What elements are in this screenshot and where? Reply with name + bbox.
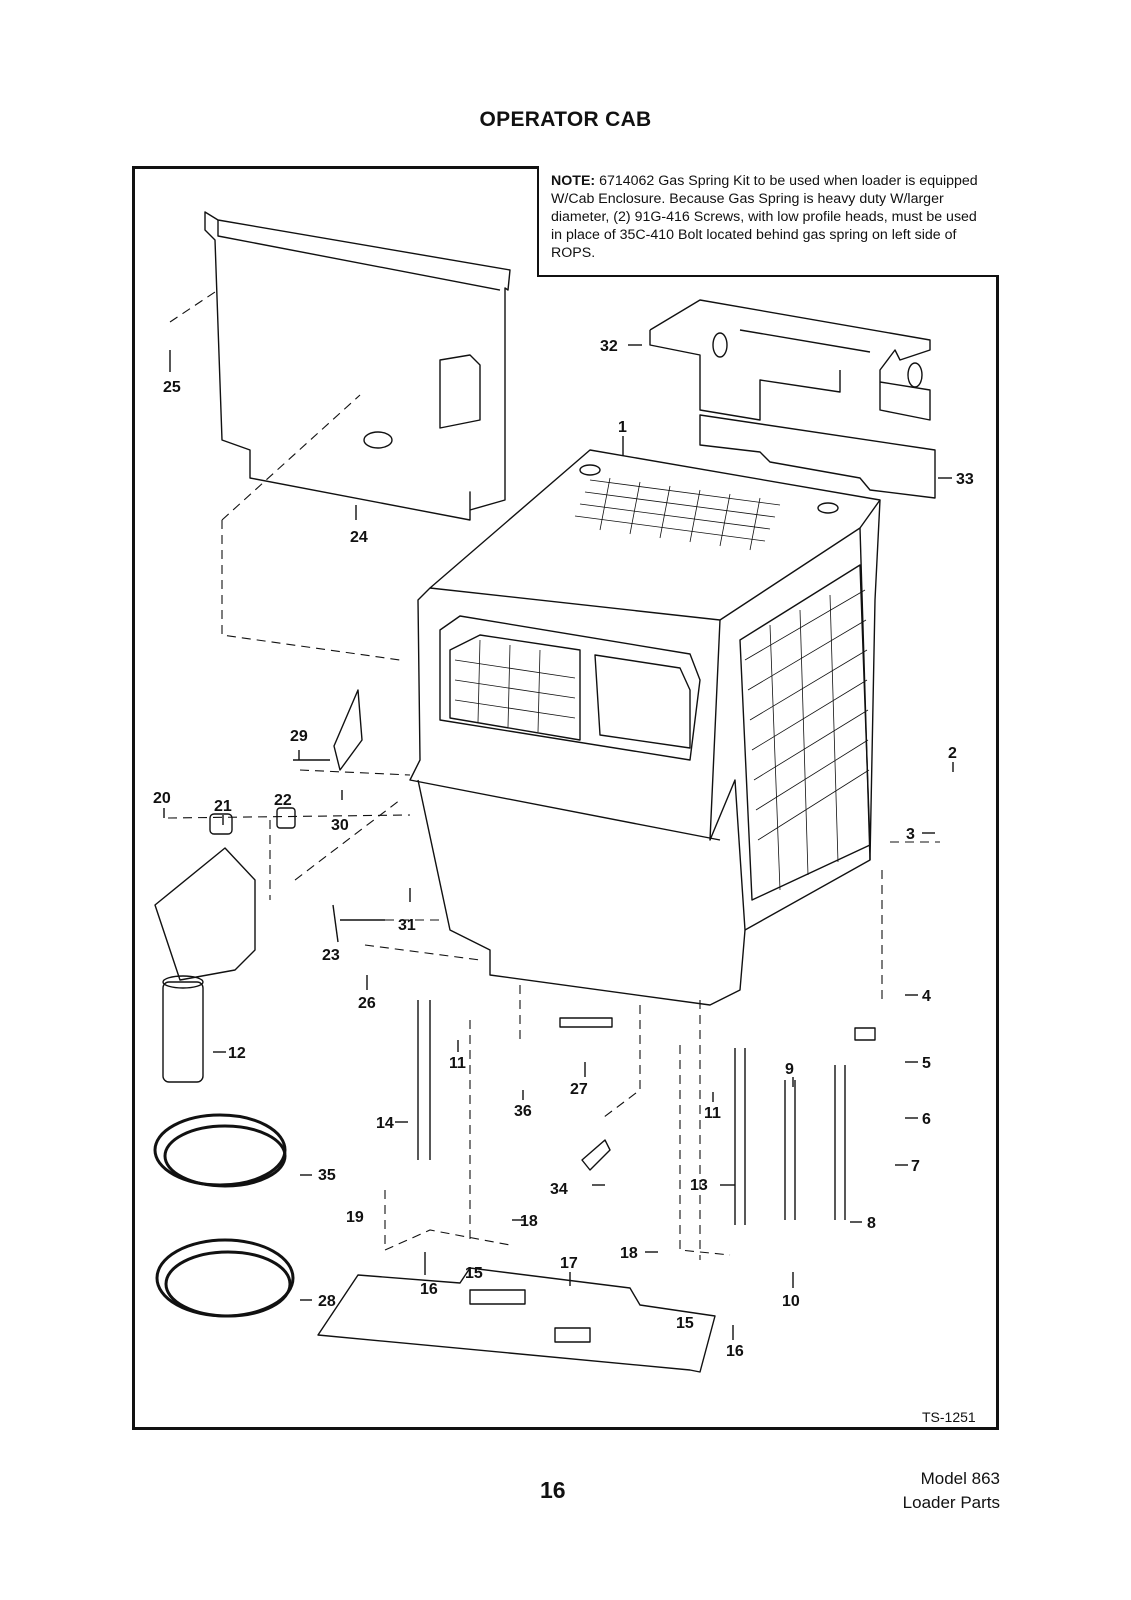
leader-lines [163, 344, 954, 1340]
part-label-19: 19 [346, 1209, 364, 1226]
rod-13-drawing [734, 1048, 746, 1225]
seal-coil-35 [153, 1113, 287, 1188]
cab-drawing [409, 449, 881, 1006]
part-label-33: 33 [956, 471, 974, 488]
figure-id: TS-1251 [922, 1409, 976, 1425]
model-info: Model 863 Loader Parts [880, 1467, 1000, 1515]
part-label-23: 23 [322, 947, 340, 964]
part-label-17: 17 [560, 1255, 578, 1272]
part-label-14: 14 [376, 1115, 394, 1132]
part-label-18b: 18 [620, 1245, 638, 1262]
part-label-8: 8 [867, 1215, 876, 1232]
part-label-16b: 16 [726, 1343, 744, 1360]
gas-cylinder-drawing [162, 975, 204, 1083]
part-label-3: 3 [906, 826, 915, 843]
part-label-15a: 15 [465, 1265, 483, 1282]
top-bracket-drawing [649, 299, 931, 421]
rod-14-drawing [417, 1000, 431, 1160]
gas-spring-note: NOTE: 6714062 Gas Spring Kit to be used … [537, 166, 999, 277]
part-label-31: 31 [398, 917, 416, 934]
rod-9-drawing [784, 1080, 796, 1220]
part-label-20: 20 [153, 790, 171, 807]
rear-panel-drawing [204, 211, 511, 521]
part-label-32: 32 [600, 338, 618, 355]
part-label-15b: 15 [676, 1315, 694, 1332]
floor-plate-drawing [317, 1267, 716, 1373]
page-title: OPERATOR CAB [479, 108, 652, 131]
part-label-7: 7 [911, 1158, 920, 1175]
left-bracket-drawing [154, 847, 256, 981]
note-text: 6714062 Gas Spring Kit to be used when l… [551, 173, 978, 261]
part-label-18a: 18 [520, 1213, 538, 1230]
part-label-10: 10 [782, 1293, 800, 1310]
part-label-4: 4 [922, 988, 931, 1005]
cab-grid-pattern [454, 477, 870, 891]
part-label-36: 36 [514, 1103, 532, 1120]
part-label-13: 13 [690, 1177, 708, 1194]
part-label-21: 21 [214, 798, 232, 815]
part-label-26: 26 [358, 995, 376, 1012]
part-label-16a: 16 [420, 1281, 438, 1298]
part-number-labels: 1 2 3 4 5 6 7 8 9 10 11 11 12 13 14 15 1… [153, 338, 974, 1360]
part-label-30: 30 [331, 817, 349, 834]
part-label-27: 27 [570, 1081, 588, 1098]
part-label-28: 28 [318, 1293, 336, 1310]
part-label-35: 35 [318, 1167, 336, 1184]
part-label-2: 2 [948, 745, 957, 762]
part-label-29: 29 [290, 728, 308, 745]
part-label-9: 9 [785, 1061, 794, 1078]
part-label-12: 12 [228, 1045, 246, 1062]
part-label-11a: 11 [449, 1055, 466, 1072]
assembly-lines [167, 289, 940, 1260]
part-label-34: 34 [550, 1181, 568, 1198]
part-label-25: 25 [163, 379, 181, 396]
model-line-2: Loader Parts [902, 1493, 1000, 1512]
part-label-24: 24 [350, 529, 368, 546]
page-number: 16 [540, 1477, 566, 1503]
model-line-1: Model 863 [920, 1469, 1000, 1488]
strip-drawing [699, 414, 936, 499]
part-label-6: 6 [922, 1111, 931, 1128]
seal-coil-28 [155, 1238, 295, 1318]
part-label-1: 1 [618, 419, 627, 436]
part-label-11b: 11 [704, 1105, 721, 1122]
part-label-5: 5 [922, 1055, 931, 1072]
note-heading: NOTE: [551, 173, 596, 189]
part-label-22: 22 [274, 792, 292, 809]
rod-8-drawing [834, 1065, 846, 1220]
